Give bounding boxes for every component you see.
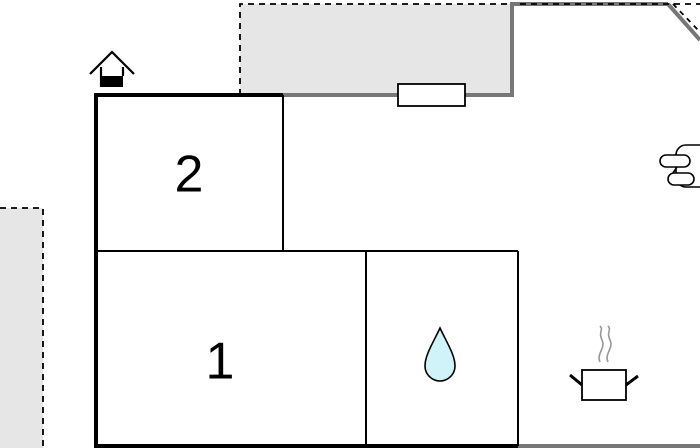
cooking-pot-icon: [569, 325, 639, 401]
room-2-label: 2: [175, 146, 204, 204]
water-drop-icon: [424, 326, 456, 382]
window: [397, 83, 466, 107]
room-1: 1: [206, 251, 367, 446]
terrace-top: [239, 3, 514, 97]
exterior-walls: [94, 93, 518, 448]
house-entrance-icon: [89, 50, 135, 87]
room-1-label: 1: [206, 333, 235, 391]
bathroom: [424, 251, 519, 446]
room-2: 2: [96, 95, 518, 252]
armchair-icon: [659, 144, 700, 188]
terrace-left: [0, 207, 44, 448]
living-area-walls: [510, 2, 700, 448]
